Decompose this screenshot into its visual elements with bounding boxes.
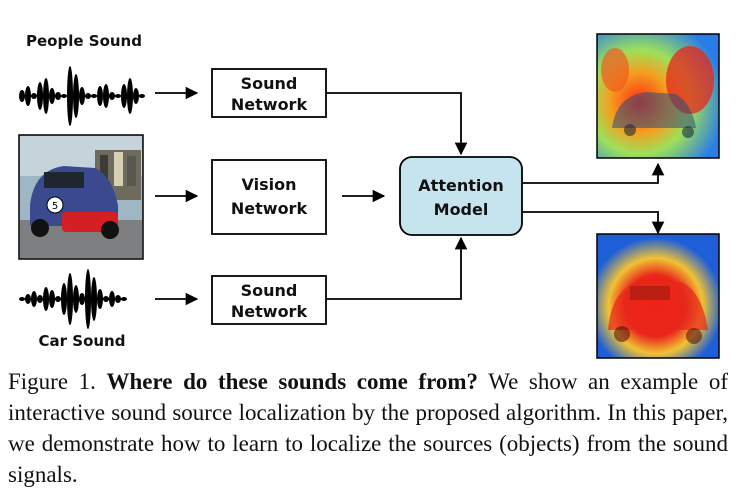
people-sound-waveform: [19, 66, 145, 126]
car-heatmap: [596, 233, 720, 359]
people-heatmap: [596, 33, 720, 159]
diagram: People Sound 5 Car Sound Sound Network V…: [18, 32, 720, 359]
vision-network-line2: Network: [231, 199, 308, 218]
figure-caption: Figure 1. Where do these sounds come fro…: [8, 366, 728, 490]
car-photo: 5: [18, 134, 144, 260]
sound-network-top-line2: Network: [231, 95, 308, 114]
vision-network-box: Vision Network: [211, 159, 327, 235]
arrow-sound-top-to-attention: [326, 92, 468, 156]
caption-title: Where do these sounds come from?: [106, 369, 479, 394]
people-sound-label: People Sound: [26, 32, 142, 50]
sound-network-top-box: Sound Network: [211, 68, 327, 118]
arrow-attention-to-car-heatmap: [522, 211, 665, 235]
arrow-sound-bottom-to-attention: [326, 236, 468, 300]
sound-network-bottom-line2: Network: [231, 302, 308, 321]
attention-model-box: Attention Model: [399, 156, 523, 236]
caption-body: We show an example of interactive sound …: [8, 369, 728, 487]
vision-network-line1: Vision: [242, 175, 297, 194]
attention-model-line1: Attention: [418, 176, 503, 195]
sound-network-bottom-box: Sound Network: [211, 275, 327, 325]
attention-model-line2: Model: [434, 200, 489, 219]
caption-prefix: Figure 1.: [8, 369, 96, 394]
svg-text:5: 5: [52, 201, 58, 212]
sound-network-bottom-line1: Sound: [241, 281, 298, 300]
car-sound-waveform: [19, 269, 127, 329]
arrow-attention-to-people-heatmap: [522, 162, 665, 184]
car-sound-label: Car Sound: [39, 332, 126, 350]
sound-network-top-line1: Sound: [241, 74, 298, 93]
